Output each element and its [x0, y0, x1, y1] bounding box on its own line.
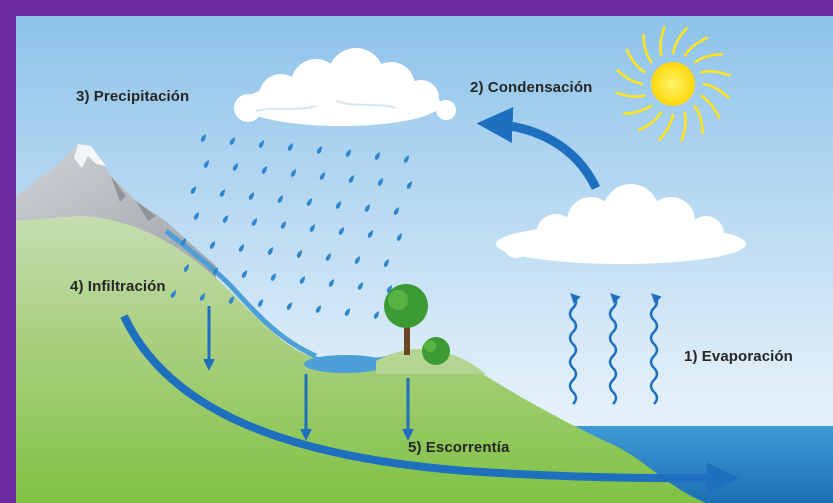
- raindrop-icon: [309, 224, 316, 233]
- raindrop-icon: [193, 212, 200, 221]
- raindrop-icon: [315, 305, 322, 314]
- raindrop-icon: [319, 172, 326, 181]
- raindrop-icon: [287, 143, 294, 152]
- raindrop-icon: [222, 215, 229, 224]
- raindrop-icon: [367, 230, 374, 239]
- raindrop-icon: [328, 279, 335, 288]
- raindrop-icon: [396, 233, 403, 242]
- raindrop-icon: [335, 201, 342, 210]
- label-precipitacion: 3) Precipitación: [76, 88, 190, 105]
- raindrop-icon: [229, 137, 236, 146]
- raindrop-icon: [170, 290, 177, 299]
- cloud-icon: [234, 48, 456, 126]
- label-escorrentia: 5) Escorrentía: [408, 439, 510, 456]
- raindrop-icon: [338, 227, 345, 236]
- label-condensacion: 2) Condensación: [470, 79, 593, 96]
- raindrop-icon: [232, 163, 239, 172]
- raindrop-icon: [374, 152, 381, 161]
- raindrop-icon: [348, 175, 355, 184]
- raindrop-icon: [219, 189, 226, 198]
- raindrop-icon: [290, 169, 297, 178]
- label-infiltracion: 4) Infiltración: [70, 278, 166, 295]
- raindrop-icon: [357, 282, 364, 291]
- raindrop-icon: [267, 247, 274, 256]
- groundwater-arrow: [120, 314, 739, 495]
- raindrop-icon: [296, 250, 303, 259]
- raindrop-icon: [377, 178, 384, 187]
- raindrop-icon: [277, 195, 284, 204]
- tree-icon: [384, 284, 428, 355]
- raindrop-icon: [261, 166, 268, 175]
- stream: [164, 229, 317, 359]
- raindrop-icon: [270, 273, 277, 282]
- raindrop-icon: [241, 270, 248, 279]
- infiltration-arrows: [203, 306, 414, 441]
- raindrop-icon: [306, 198, 313, 207]
- raindrop-icon: [403, 155, 410, 164]
- raindrop-icon: [345, 149, 352, 158]
- rain: [170, 134, 413, 320]
- raindrop-icon: [286, 302, 293, 311]
- raindrop-icon: [258, 140, 265, 149]
- raindrop-icon: [383, 259, 390, 268]
- tree-icon: [422, 337, 450, 365]
- raindrop-icon: [354, 256, 361, 265]
- raindrop-icon: [183, 264, 190, 273]
- raindrop-icon: [180, 238, 187, 247]
- label-evaporacion: 1) Evaporación: [684, 348, 793, 365]
- evaporation-arrow: [568, 293, 581, 405]
- evaporation-arrow: [649, 293, 662, 405]
- condensation-arrow: [476, 106, 601, 191]
- raindrop-icon: [364, 204, 371, 213]
- raindrop-icon: [257, 299, 264, 308]
- sun-icon: [615, 26, 731, 142]
- raindrop-icon: [373, 311, 380, 320]
- raindrop-icon: [190, 186, 197, 195]
- evaporation-arrows: [568, 293, 662, 405]
- mountain-icon: [16, 144, 216, 278]
- evaporation-arrow: [608, 293, 621, 405]
- raindrop-icon: [238, 244, 245, 253]
- raindrop-icon: [251, 218, 258, 227]
- land: [16, 216, 706, 503]
- raindrop-icon: [199, 293, 206, 302]
- raindrop-icon: [393, 207, 400, 216]
- raindrop-icon: [228, 296, 235, 305]
- raindrop-icon: [280, 221, 287, 230]
- raindrop-icon: [248, 192, 255, 201]
- raindrop-icon: [209, 241, 216, 250]
- scene-illustration: [16, 16, 833, 503]
- raindrop-icon: [299, 276, 306, 285]
- raindrop-icon: [344, 308, 351, 317]
- raindrop-icon: [200, 134, 207, 143]
- cloud-shading: [255, 100, 397, 112]
- raindrop-icon: [316, 146, 323, 155]
- lake-surface: [304, 355, 388, 373]
- raindrop-icon: [406, 181, 413, 190]
- raindrop-icon: [203, 160, 210, 169]
- raindrop-icon: [325, 253, 332, 262]
- water-cycle-diagram: 3) Precipitación 2) Condensación 4) Infi…: [16, 16, 833, 503]
- cloud-icon: [496, 184, 746, 264]
- raindrop-icon: [212, 267, 219, 276]
